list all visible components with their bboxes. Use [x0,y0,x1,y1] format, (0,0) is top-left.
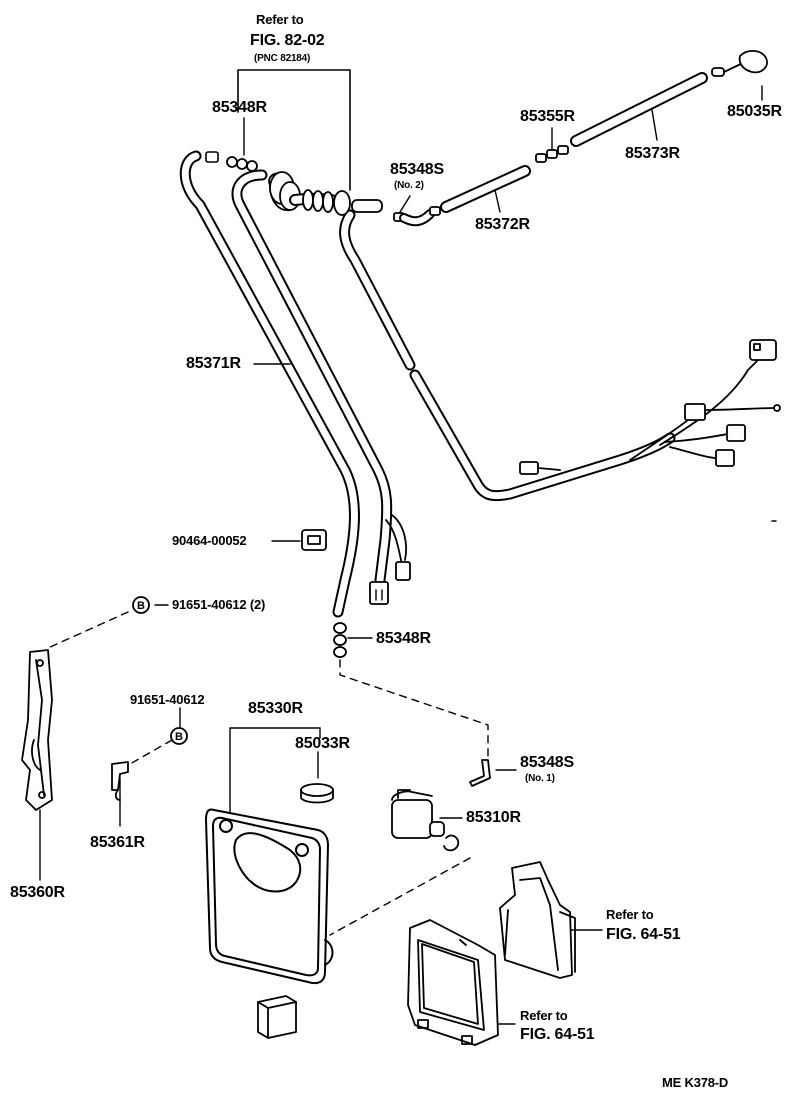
block-bottom [257,995,297,1039]
bolt-symbols [132,596,188,745]
label-91651-40612-2: 91651-40612 (2) [172,597,266,612]
top-fig-label: FIG. 82-02 [250,32,325,49]
label-85372r: 85372R [475,216,530,233]
label-85348r-top: 85348R [212,99,267,116]
label-85371r: 85371R [186,355,241,372]
elbow-85348s-no2 [393,206,441,227]
label-85360r: 85360R [10,884,65,901]
label-85348s-no1: 85348S [520,754,574,771]
label-85348s-no1-note: (No. 1) [525,773,555,784]
hose-85373r [570,72,708,147]
cap-85033r [300,783,334,804]
bolt-mark-2: B [175,731,183,743]
label-85348s-no2: 85348S [390,161,444,178]
label-85361r: 85361R [90,834,145,851]
hose-85372r [440,165,531,213]
label-85330r: 85330R [248,700,303,717]
bracket-85361r [111,761,129,801]
bottom-refer-label: Refer to [520,1008,568,1023]
cover-lower [407,919,499,1046]
bottom-fig-label: FIG. 64-51 [520,1026,595,1043]
right-fig-label: FIG. 64-51 [606,926,681,943]
label-90464-00052: 90464-00052 [172,533,247,548]
label-85373r: 85373R [625,145,680,162]
label-85310r: 85310R [466,809,521,826]
wire-harness-right [519,339,781,475]
hose-wire-harness-left [231,169,411,605]
washer-tank-85330r [205,808,334,985]
bracket-85360r [21,649,53,811]
label-85348s-no2-note: (No. 2) [394,180,424,191]
bolt-mark-1: B [137,600,145,612]
dashed-guides [47,611,489,936]
cover-upper-right [499,861,576,979]
connector-85355r [535,145,569,163]
clip-90464-00052 [301,529,327,551]
label-85033r: 85033R [295,735,350,752]
hose-85371r [179,150,360,618]
top-pnc-label: (PNC 82184) [254,53,311,64]
hose-85372r-lower-run [339,209,676,502]
label-85355r: 85355R [520,108,575,125]
hose-85348s-no1 [469,759,491,787]
right-refer-label: Refer to [606,907,654,922]
footer-code: ME K378-D [662,1075,729,1090]
top-reference-bracket [237,69,351,191]
grommet-assembly [226,156,383,216]
label-85035r: 85035R [727,103,782,120]
label-85348r-mid: 85348R [376,630,431,647]
top-refer-label: Refer to [256,12,304,27]
label-91651-40612: 91651-40612 [130,692,205,707]
pump-85310r [391,789,460,852]
connector-85348r-middle [333,622,347,658]
leader-lines [39,85,763,1025]
nozzle-85035r [711,50,768,77]
